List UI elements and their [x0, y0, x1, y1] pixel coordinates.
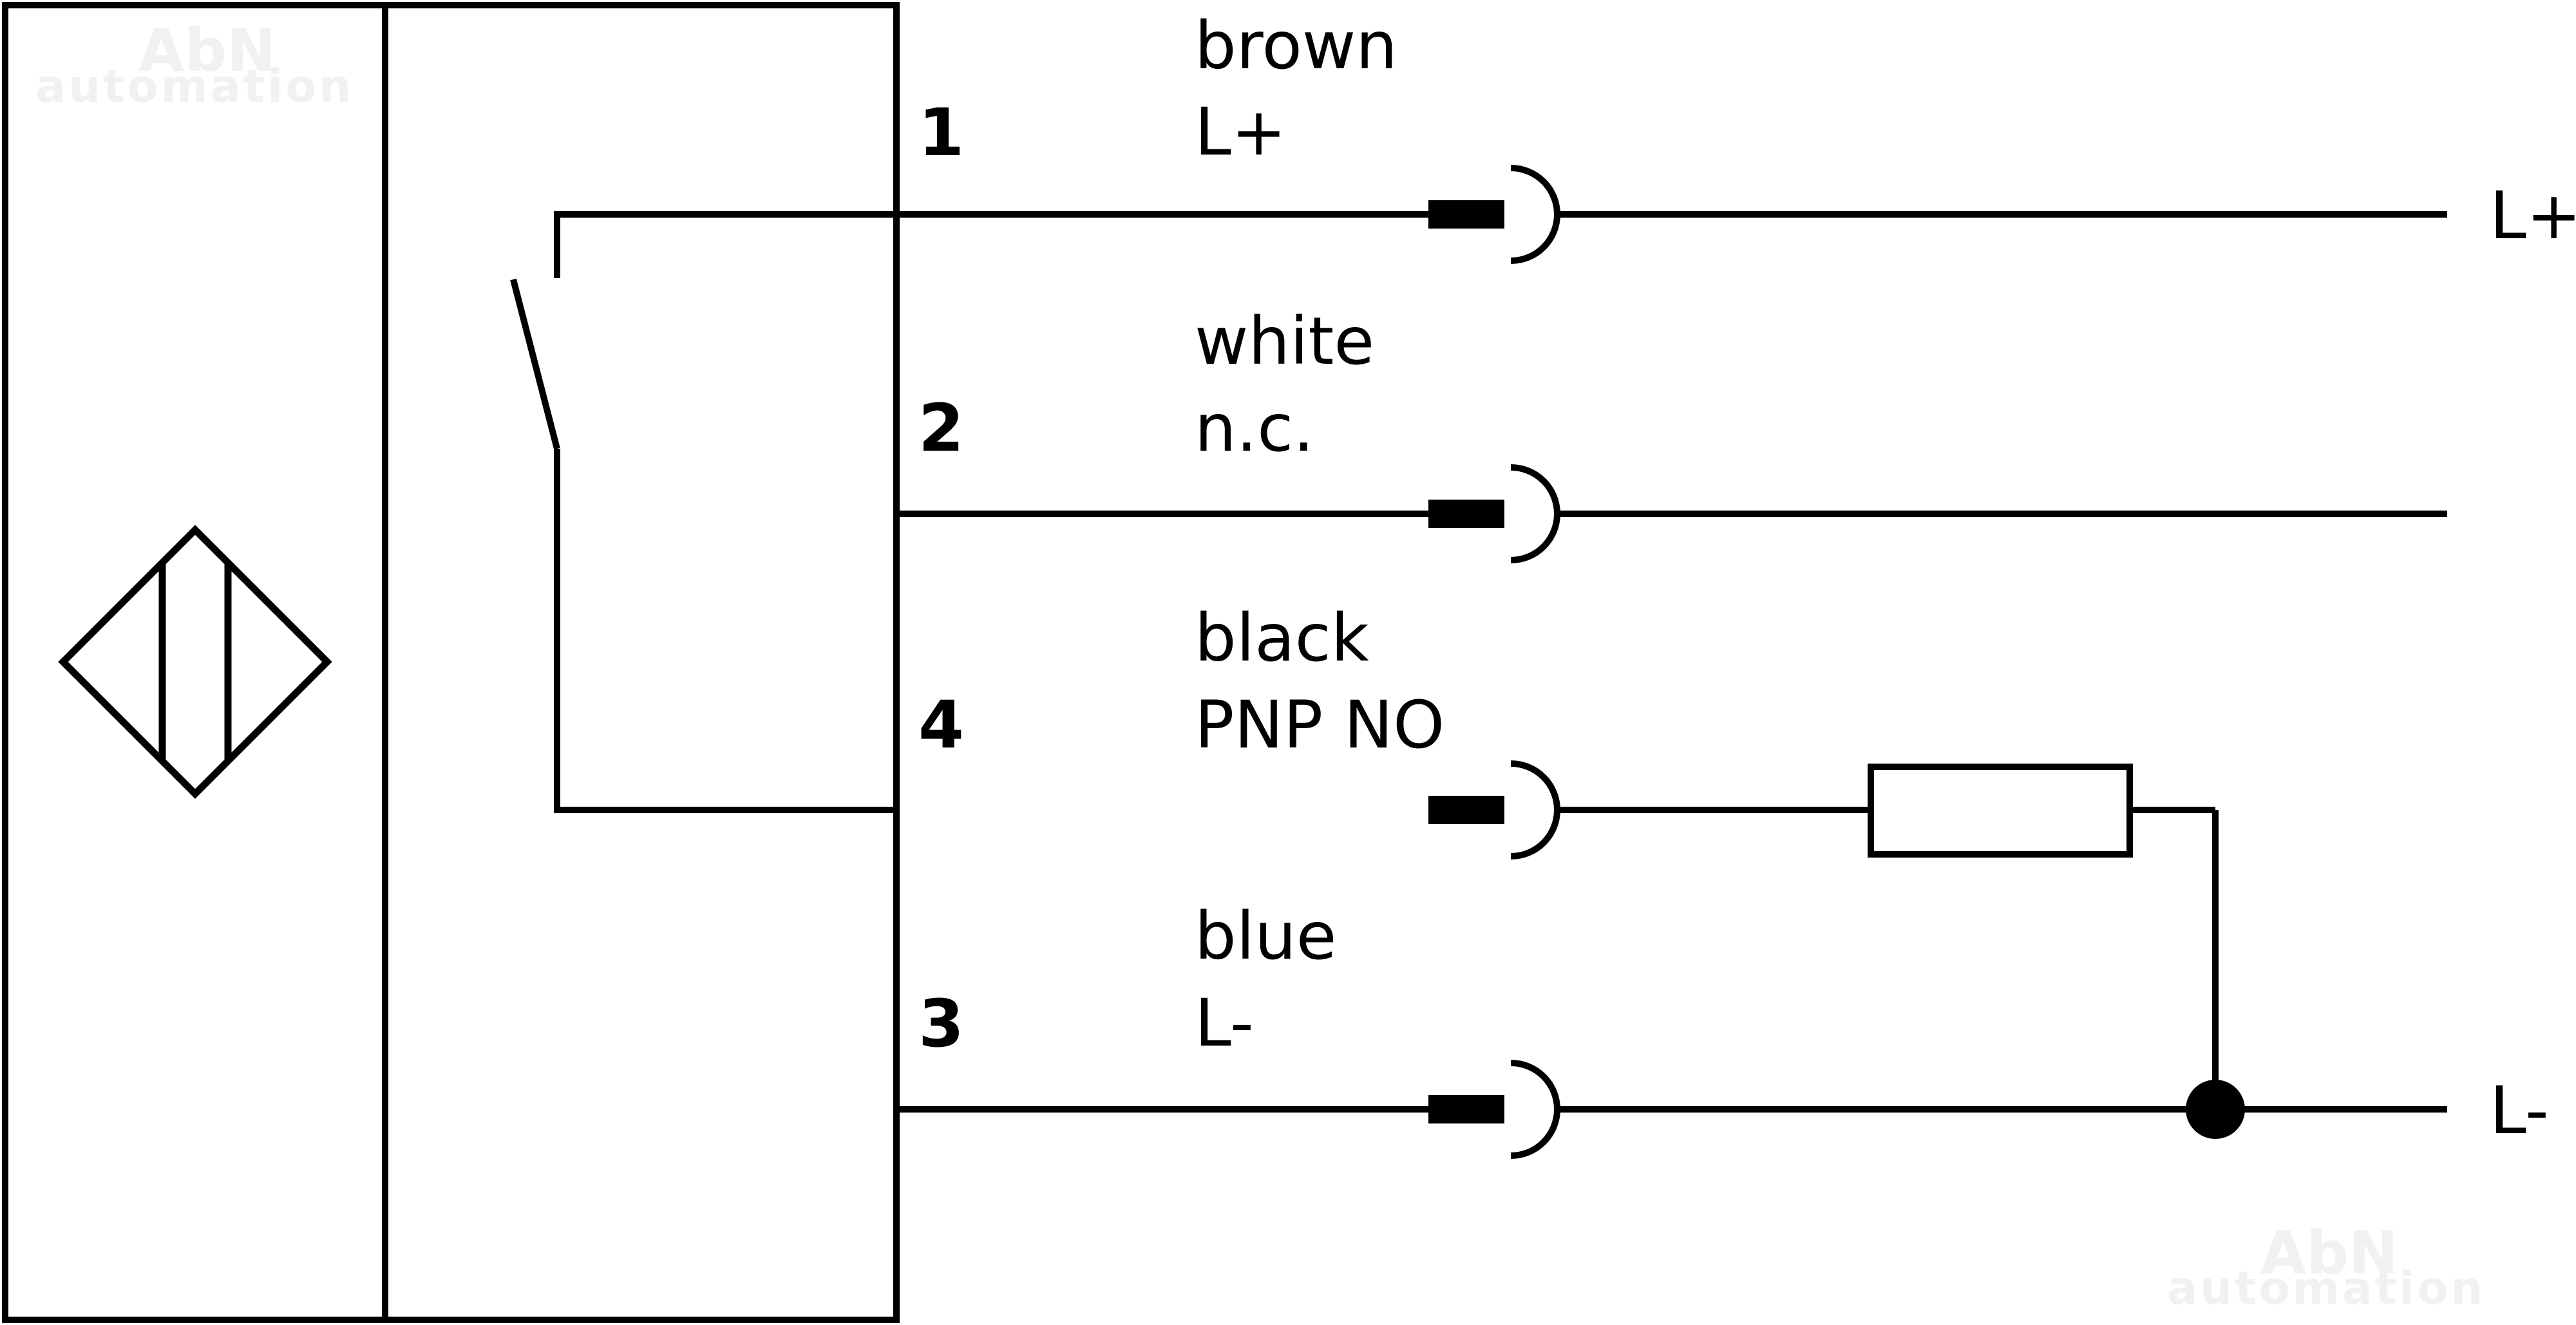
junction-dot-icon	[2186, 1080, 2245, 1139]
watermark-bottom: AbN automation	[2167, 1219, 2485, 1315]
watermark-line2: automation	[35, 60, 354, 113]
wire-color-3: blue	[1195, 898, 1337, 975]
supply-label-positive: L+	[2490, 178, 2576, 254]
pin-number-2: 2	[918, 390, 964, 467]
wire-4	[1557, 807, 2219, 1109]
watermark-line2: automation	[2167, 1262, 2485, 1315]
wire-color-2: white	[1195, 303, 1374, 380]
wire-color-1: brown	[1195, 8, 1397, 84]
watermark-line1: AbN	[138, 16, 276, 85]
wire-function-3: L-	[1195, 985, 1254, 1062]
pin-number-4: 4	[918, 687, 964, 764]
supply-label-negative: L-	[2490, 1073, 2549, 1149]
wire-function-4: PNP NO	[1195, 687, 1444, 764]
plug-socket-icon	[1428, 1060, 1560, 1159]
pin-number-3: 3	[918, 986, 964, 1062]
sensor-housing	[2, 2, 900, 1323]
inductive-sensor-diamond-icon	[58, 525, 332, 799]
plug-socket-icon	[1428, 165, 1560, 264]
no-switch-contact-icon	[510, 211, 896, 813]
wire-function-1: L+	[1195, 94, 1286, 171]
plug-socket-icon	[1428, 760, 1560, 860]
housing-outline	[2, 2, 900, 1323]
wire-function-2: n.c.	[1195, 390, 1314, 467]
resistor-load-icon	[1868, 764, 2133, 858]
plug-socket-icon	[1428, 464, 1560, 563]
wire-color-4: black	[1195, 600, 1369, 677]
watermark-line1: AbN	[2260, 1219, 2398, 1288]
pin-number-1: 1	[918, 95, 964, 171]
watermark-top: AbN automation	[35, 16, 354, 113]
